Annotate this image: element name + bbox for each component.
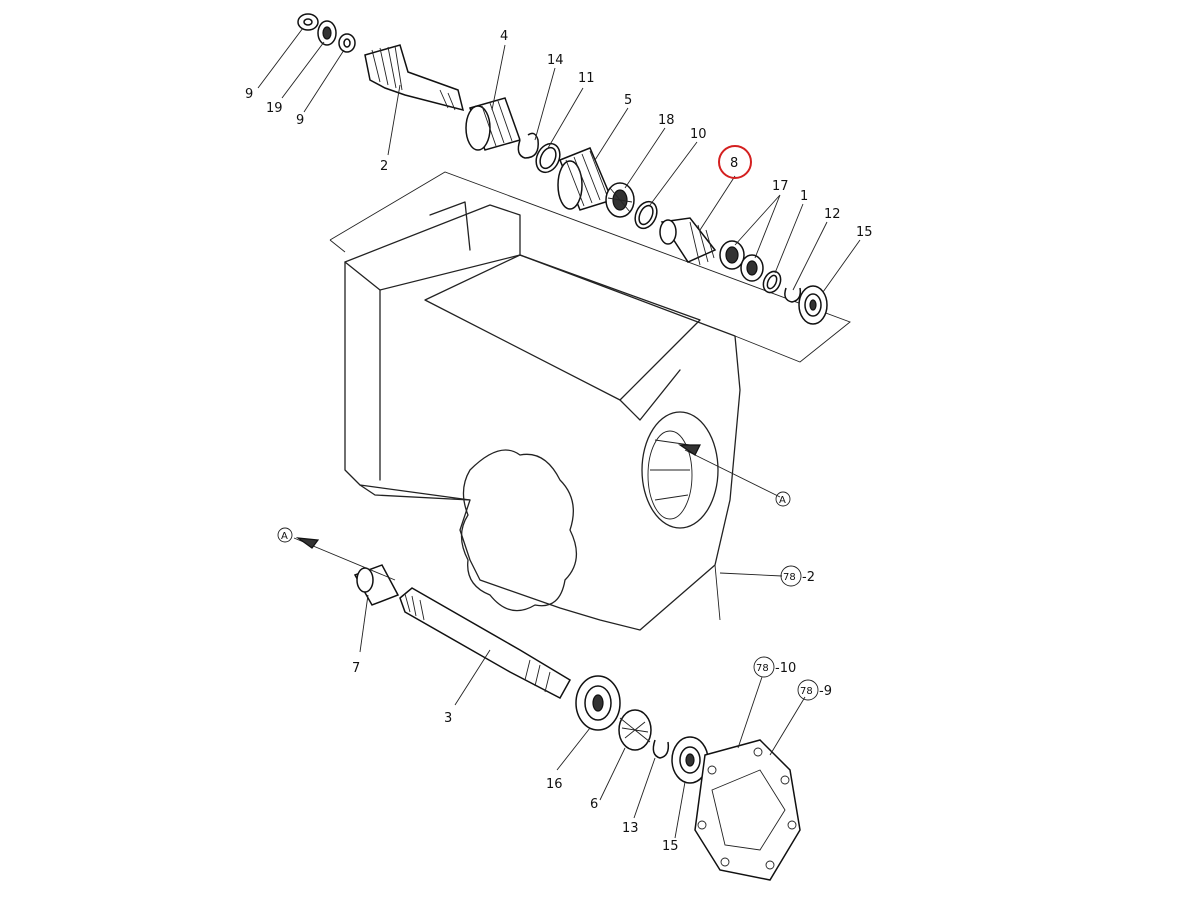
- part-19-bearing: [317, 20, 337, 46]
- svg-text:78: 78: [783, 572, 796, 583]
- cover-plate: [694, 739, 801, 881]
- label-14: 14: [547, 53, 564, 68]
- part-5-gear: [557, 147, 614, 211]
- part-2-shaft: [364, 44, 465, 112]
- part-labels: 9 19 9 2 4 14 11 5 18 10 8 17 1 12 15 7 …: [245, 29, 873, 854]
- part-16-bearing: [575, 675, 621, 731]
- label-6: 6: [590, 797, 598, 812]
- ref-78-10: 78 -10: [753, 656, 796, 678]
- ref-78-2: 78 -2: [780, 565, 815, 587]
- leader-lines: [257, 27, 861, 839]
- svg-text:78: 78: [756, 663, 769, 674]
- part-9-washer-second: [338, 33, 356, 53]
- part-9-washer-top: [297, 13, 319, 31]
- label-19: 19: [266, 101, 283, 116]
- ref-78-9: 78 -9: [797, 679, 832, 701]
- svg-text:A: A: [281, 531, 288, 542]
- label-2: 2: [380, 159, 388, 174]
- label-9-second: 9: [296, 113, 304, 128]
- part-11-ring: [535, 142, 561, 174]
- label-15-top: 15: [856, 225, 873, 240]
- part-6-gear: [618, 709, 652, 751]
- lower-shaft-parts: [353, 564, 801, 881]
- label-1: 1: [800, 189, 808, 204]
- part-10-ring: [634, 200, 658, 230]
- part-17-bearing-b: [740, 254, 764, 282]
- part-13-circlip: [652, 739, 670, 759]
- part-1-ring: [762, 270, 782, 294]
- label-3: 3: [444, 711, 452, 726]
- label-11: 11: [578, 71, 595, 86]
- label-7: 7: [352, 661, 360, 676]
- part-8-gear: [659, 217, 717, 266]
- label-9-top: 9: [245, 87, 253, 102]
- part-17-bearing-a: [719, 240, 745, 270]
- circled-references: A A 78 -2 78 -10 78 -9: [277, 491, 832, 701]
- svg-text:78: 78: [800, 686, 813, 697]
- label-13: 13: [622, 821, 639, 836]
- label-4: 4: [500, 29, 508, 44]
- label-17: 17: [772, 179, 789, 194]
- upper-assembly-outline: [329, 171, 851, 363]
- transmission-case: [344, 201, 741, 631]
- part-12-circlip: [784, 287, 802, 303]
- highlight-circle-8: [718, 145, 752, 179]
- label-5: 5: [624, 93, 632, 108]
- part-15-bearing-top: [798, 285, 828, 325]
- label-18: 18: [658, 113, 675, 128]
- part-15-bearing-bottom: [671, 736, 709, 784]
- svg-text:-2: -2: [802, 570, 815, 585]
- svg-text:-9: -9: [819, 684, 832, 699]
- part-18-bearing: [605, 182, 635, 218]
- ref-a-top: A: [775, 491, 791, 507]
- upper-shaft-parts: [297, 13, 828, 325]
- part-7-sleeve: [353, 564, 400, 606]
- part-3-shaft: [399, 587, 572, 700]
- ref-a-left: A: [277, 527, 293, 543]
- svg-text:-10: -10: [775, 661, 796, 676]
- label-12: 12: [824, 207, 841, 222]
- label-16: 16: [546, 777, 563, 792]
- label-15-bottom: 15: [662, 839, 679, 854]
- label-8: 8: [730, 156, 738, 171]
- label-10: 10: [690, 127, 707, 142]
- svg-text:A: A: [779, 495, 786, 506]
- part-14-snap-ring: [517, 132, 539, 159]
